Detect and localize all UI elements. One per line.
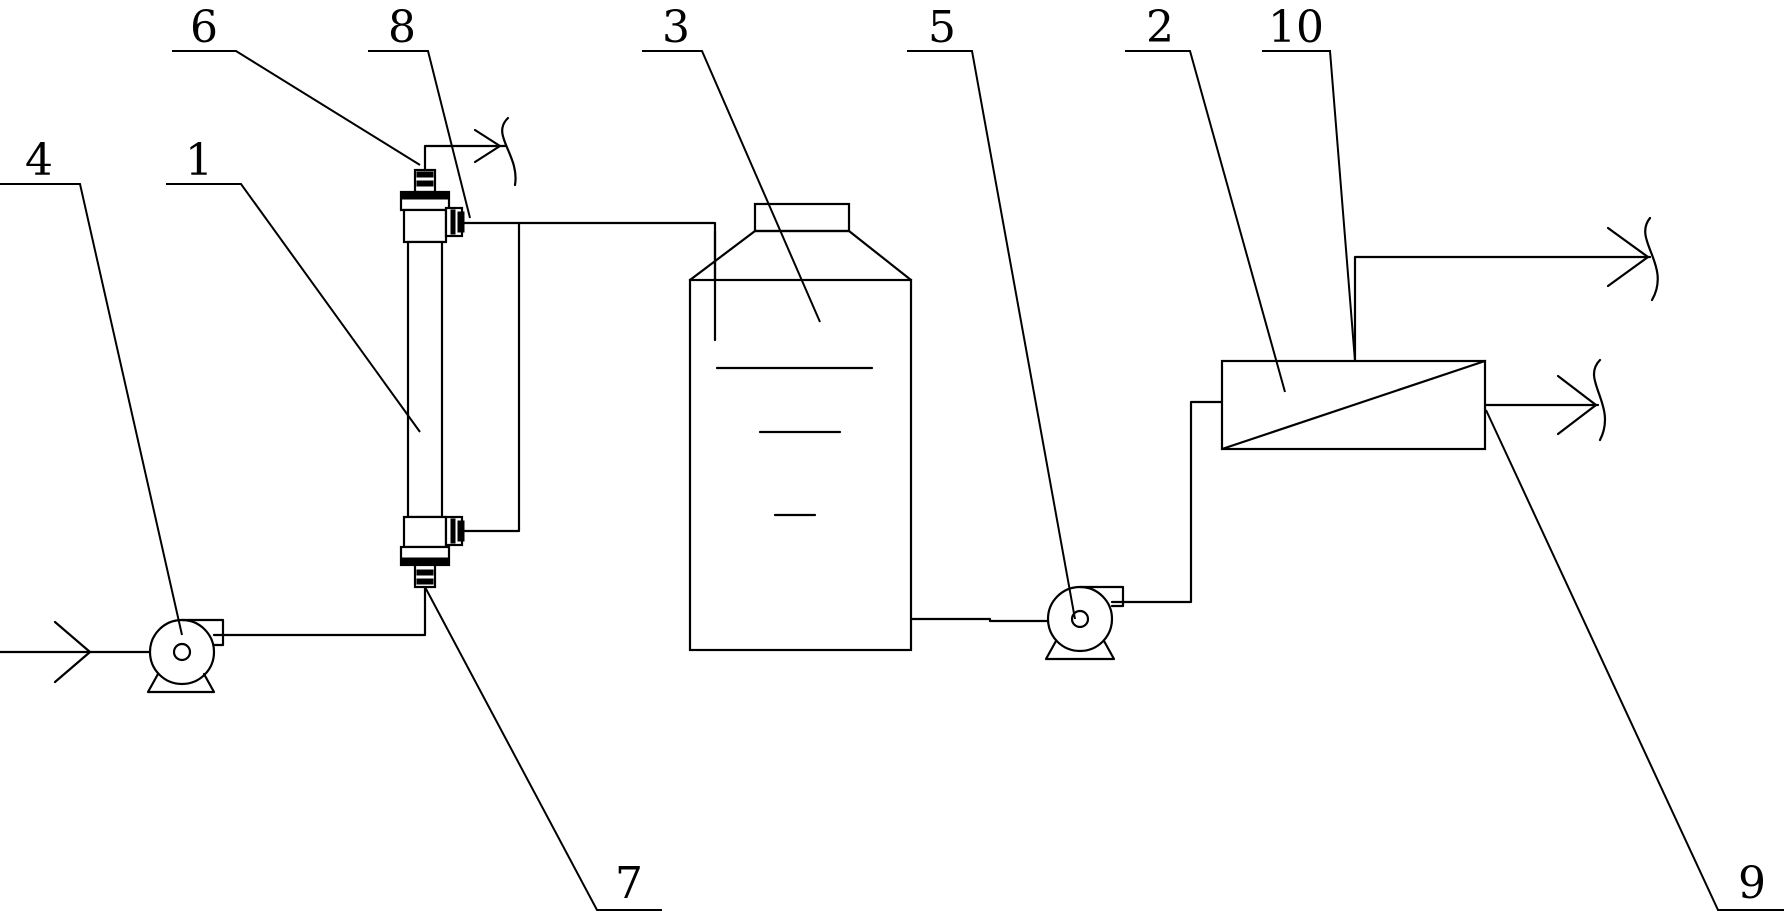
label-1: 1 [185, 135, 213, 186]
leader-lines [0, 50, 1784, 911]
pipe-column-to-tank [517, 221, 717, 342]
label-5: 5 [928, 2, 956, 53]
pipe-side-loop [462, 221, 521, 533]
label-7: 7 [615, 858, 643, 909]
label-4: 4 [25, 135, 53, 186]
pipe-tank-to-pump5 [909, 617, 1057, 623]
label-9: 9 [1738, 858, 1766, 909]
membrane-module-2 [1220, 359, 1487, 451]
tank-3 [688, 202, 913, 652]
pump-4 [146, 618, 225, 694]
vent-outlet-6 [423, 116, 517, 187]
label-8: 8 [388, 2, 416, 53]
label-3: 3 [662, 2, 690, 53]
pump-5 [1044, 585, 1125, 661]
pipe-pump4-to-column [212, 583, 427, 637]
label-2: 2 [1146, 2, 1174, 53]
permeate-outlet-10 [1353, 216, 1659, 363]
concentrate-outlet-9 [1483, 358, 1607, 442]
pipe-pump5-to-membrane [1110, 400, 1224, 604]
label-6: 6 [190, 2, 218, 53]
column-1 [399, 168, 465, 589]
inlet-flow-arrow [0, 620, 152, 684]
label-10: 10 [1268, 2, 1324, 53]
